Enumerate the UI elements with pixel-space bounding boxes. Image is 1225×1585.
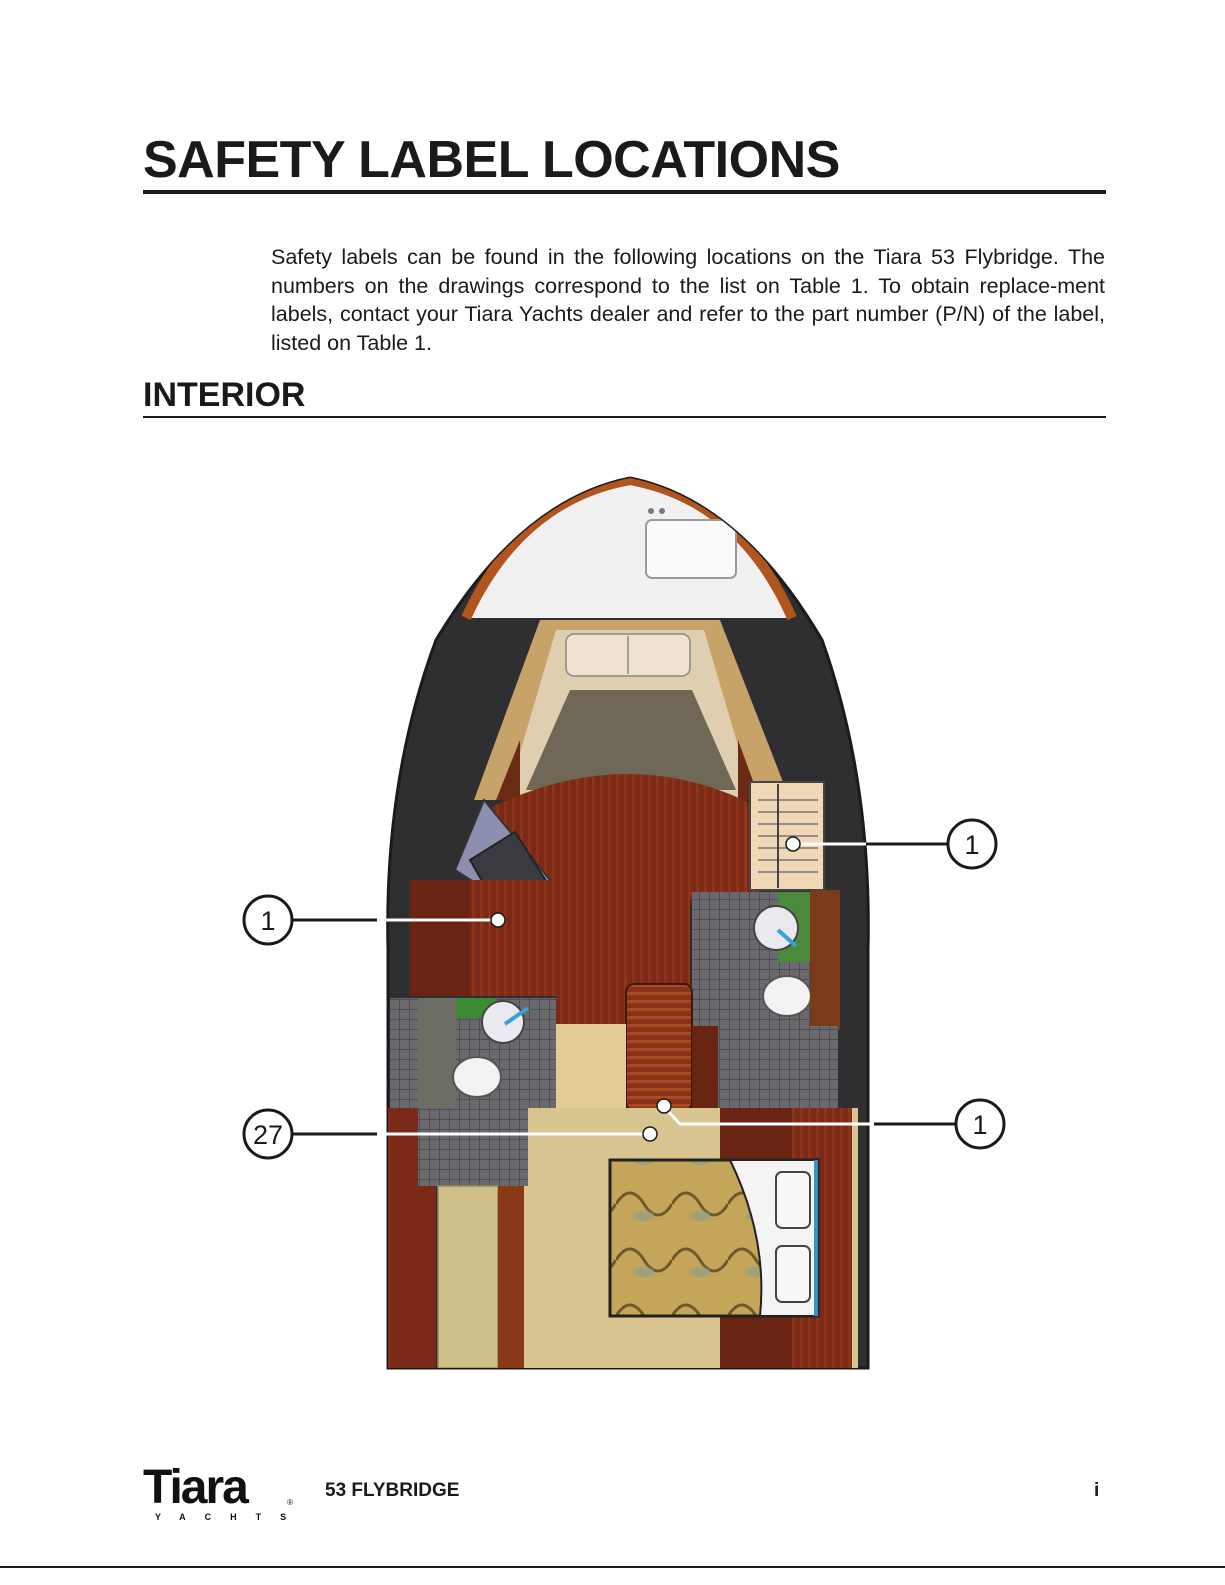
- aft-settee: [437, 1185, 499, 1368]
- bottom-rule: [0, 1566, 1225, 1568]
- page-title: SAFETY LABEL LOCATIONS: [143, 130, 1106, 194]
- companionway-stairs: [625, 983, 693, 1111]
- callout-label-aft-stateroom: 27: [253, 1120, 283, 1150]
- intro-paragraph: Safety labels can be found in the follow…: [271, 245, 1105, 355]
- callout-label-starboard-locker: 1: [964, 830, 979, 860]
- aft-pillow-2: [775, 1245, 811, 1303]
- aft-pillow-1: [775, 1171, 811, 1229]
- callout-dots: [490, 836, 801, 1142]
- logo-subtitle: YACHTS: [155, 1512, 298, 1522]
- tiara-yachts-logo: Tiara ® YACHTS: [143, 1465, 298, 1522]
- forward-cabin-floor: [490, 774, 760, 900]
- callout-label-companionway: 1: [972, 1110, 987, 1140]
- forward-sink: [645, 519, 737, 579]
- port-sink: [481, 1000, 525, 1044]
- callout-leaders: [292, 842, 956, 1136]
- callout-label-port-cabin: 1: [260, 906, 275, 936]
- logo-wordmark: Tiara: [143, 1465, 249, 1514]
- starboard-toilet: [762, 975, 812, 1017]
- callout-circles: [242, 818, 1006, 1160]
- port-toilet: [452, 1056, 502, 1098]
- footer-page-number: i: [1094, 1480, 1100, 1501]
- svg-text:®: ®: [287, 1498, 293, 1507]
- section-heading-interior: INTERIOR: [143, 375, 1106, 418]
- footer-model-name: 53 FLYBRIDGE: [325, 1480, 460, 1501]
- forward-head: [466, 485, 792, 618]
